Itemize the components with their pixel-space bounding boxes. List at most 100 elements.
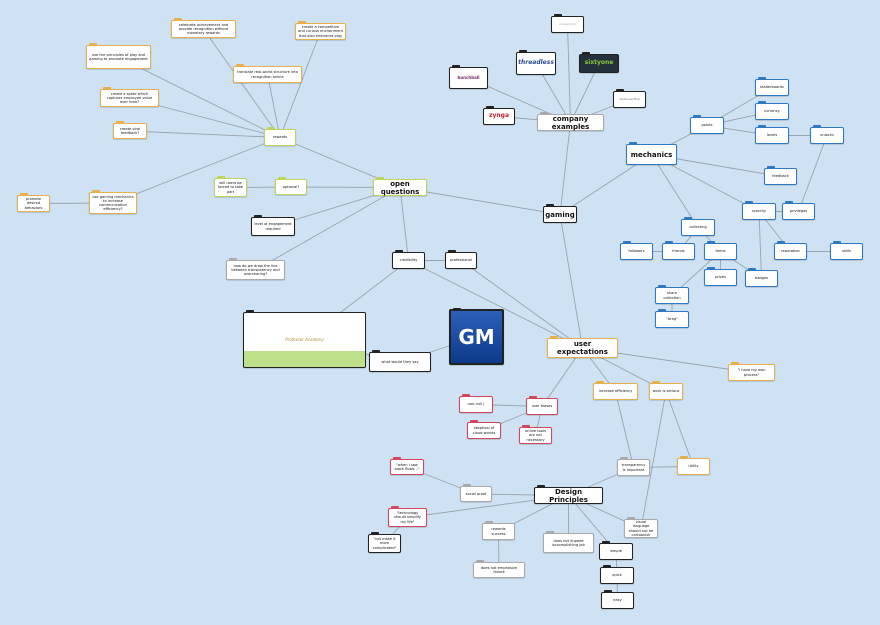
node-label: unlocks xyxy=(820,133,834,138)
bunchball-logo: bunchball xyxy=(457,74,480,80)
node-label: create a competitive and curious environ… xyxy=(298,25,344,38)
node-biases[interactable]: user biases xyxy=(526,396,558,415)
node-prizes[interactable]: prizes xyxy=(704,267,737,286)
node-label: user expectations xyxy=(557,340,608,356)
node-points[interactable]: points xyxy=(690,115,724,134)
node-scarcity[interactable]: scarcity xyxy=(742,201,776,220)
node-skeptical[interactable]: skeptical of cloud worlds xyxy=(467,420,501,439)
node-friends[interactable]: friends xyxy=(662,241,695,260)
node-items[interactable]: items xyxy=(704,241,737,260)
node-badges[interactable]: badges xyxy=(745,268,778,287)
node-sixtyone[interactable]: sixtyone xyxy=(579,52,619,73)
sixtyone-logo: sixtyone xyxy=(584,59,614,67)
node-prof_img[interactable]: Professor Academy xyxy=(243,310,366,368)
node-gaming[interactable]: gaming xyxy=(543,204,577,223)
node-viral[interactable]: create viral feedback? xyxy=(113,121,147,139)
node-tag xyxy=(453,308,461,311)
node-openq[interactable]: open questions xyxy=(373,177,427,196)
node-label: badges xyxy=(754,276,769,281)
node-celebrate[interactable]: celebrate achievement and provide recogn… xyxy=(171,18,236,38)
node-principles[interactable]: use the principles of play and gaming to… xyxy=(86,43,151,69)
node-tag xyxy=(298,21,306,24)
node-tag xyxy=(519,50,527,53)
node-nofailure[interactable]: does not emphasize failure xyxy=(473,560,525,578)
node-competitive[interactable]: create a competitive and curious environ… xyxy=(295,21,346,40)
node-bunchball[interactable]: bunchball xyxy=(449,65,488,89)
node-transparency[interactable]: transparency is important xyxy=(617,457,650,476)
stackoverflow-logo: stackoverflow xyxy=(619,97,640,102)
node-label: will users be forced to take part xyxy=(218,181,243,194)
node-rewards[interactable]: rewards xyxy=(264,127,296,146)
node-online[interactable]: online tools are not necessary xyxy=(519,425,552,444)
node-tag xyxy=(616,89,624,92)
edge-serious-utility xyxy=(665,391,694,467)
node-notmake[interactable]: "not make it more complicated" xyxy=(368,532,401,553)
node-optional[interactable]: optional? xyxy=(275,177,307,195)
edge-gaming-userexp xyxy=(559,214,583,349)
node-easy[interactable]: easy xyxy=(601,590,634,609)
node-share[interactable]: share collection xyxy=(655,285,689,304)
node-label: user biases xyxy=(531,404,553,409)
node-userexp[interactable]: user expectations xyxy=(547,336,618,358)
node-quick[interactable]: quick xyxy=(600,565,634,584)
edge-company-screenshot xyxy=(567,24,571,123)
node-unlocks[interactable]: unlocks xyxy=(810,125,844,144)
node-desired[interactable]: promote desired behaviors xyxy=(17,193,50,212)
node-followers[interactable]: followers xyxy=(620,241,653,260)
node-nonnull[interactable]: non-null | xyxy=(459,394,493,413)
node-simple[interactable]: simple xyxy=(599,541,633,560)
node-utility[interactable]: utility xyxy=(677,456,710,475)
gm-logo-image: GM xyxy=(458,324,495,349)
node-professional[interactable]: professional xyxy=(445,250,477,269)
node-drawline[interactable]: how do we draw the line between transpar… xyxy=(226,258,285,280)
node-reputation[interactable]: reputation xyxy=(774,241,807,260)
node-mechanics_comm[interactable]: use gaming mechanics to increase communi… xyxy=(89,190,137,214)
node-whenisaw[interactable]: "when I saw black flows..." xyxy=(390,457,424,475)
node-label: quick xyxy=(612,573,622,578)
node-design[interactable]: Design Principles xyxy=(534,485,603,504)
node-label: increase efficiency xyxy=(598,389,633,394)
node-tag xyxy=(546,531,554,534)
node-translate[interactable]: translate real-world structure into reco… xyxy=(233,64,302,83)
node-simplify[interactable]: "technology should simplify my life" xyxy=(388,506,427,527)
node-forced[interactable]: will users be forced to take part xyxy=(214,176,247,197)
node-skills[interactable]: skills xyxy=(830,241,863,260)
node-label: professional xyxy=(450,258,472,263)
node-screenshot[interactable]: screenshot xyxy=(551,14,584,33)
node-noimpede[interactable]: does not impede accomplishing job xyxy=(543,531,594,553)
node-label: celebrate achievement and provide recogn… xyxy=(178,22,229,36)
node-privileges[interactable]: privileges xyxy=(782,201,815,220)
node-levels[interactable]: levels xyxy=(755,125,789,144)
node-brag[interactable]: "brag" xyxy=(655,309,689,328)
node-label: credibility xyxy=(399,258,418,263)
edge-openq-credibility xyxy=(399,187,409,261)
node-company[interactable]: company examples xyxy=(537,112,604,131)
node-mechanics[interactable]: mechanics xyxy=(626,142,677,165)
node-efficiency[interactable]: increase efficiency xyxy=(593,381,638,400)
node-tag xyxy=(767,166,775,169)
node-feedback[interactable]: feedback xyxy=(764,166,797,185)
node-tag xyxy=(745,201,753,204)
node-leaderboards[interactable]: leaderboards xyxy=(755,77,789,96)
node-gm_img[interactable]: GM xyxy=(449,308,504,365)
node-ownprocess[interactable]: "I have my own process" xyxy=(728,362,775,381)
node-visual[interactable]: visual language should not be cartoonish xyxy=(624,517,658,538)
node-zynga[interactable]: zynga xyxy=(483,106,515,125)
node-level[interactable]: level of engagement required xyxy=(251,215,295,236)
node-social[interactable]: social proof xyxy=(460,484,492,502)
node-tag xyxy=(267,127,275,130)
node-stackoverflow[interactable]: stackoverflow xyxy=(613,89,646,108)
node-label: what would they say xyxy=(381,359,419,364)
node-whatsay[interactable]: what would they say xyxy=(369,350,431,372)
node-tag xyxy=(620,457,628,460)
node-credibility[interactable]: credibility xyxy=(392,250,425,269)
node-label: company examples xyxy=(551,114,590,131)
node-rewardsuccess[interactable]: rewards success xyxy=(482,521,515,540)
node-serious[interactable]: work is serious xyxy=(649,381,683,400)
node-threadless[interactable]: threadless xyxy=(516,50,556,75)
node-collecting[interactable]: collecting xyxy=(681,217,715,236)
node-spate[interactable]: create a spate which captures employee v… xyxy=(100,87,159,107)
node-tag xyxy=(116,121,124,124)
node-tag xyxy=(693,115,701,118)
node-currency[interactable]: currency xyxy=(755,101,789,120)
